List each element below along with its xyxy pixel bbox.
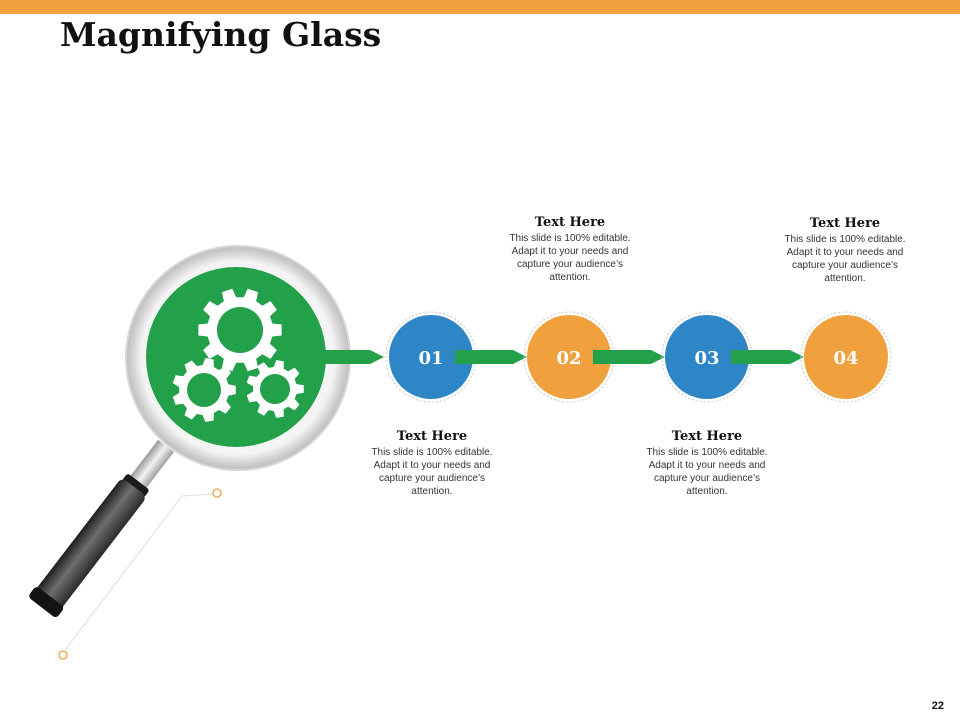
gears-icon — [172, 288, 304, 422]
flow-arrow-1 — [455, 350, 527, 364]
text-block-step-04: Text Here This slide is 100% editable. A… — [775, 216, 915, 285]
step-number-label: 03 — [694, 348, 719, 369]
text-block-title: Text Here — [671, 429, 743, 444]
decor-lines — [58, 488, 222, 660]
text-block-title: Text Here — [396, 429, 468, 444]
step-number-label: 01 — [418, 348, 443, 369]
decor-dot-top — [212, 488, 222, 498]
gear-icon — [246, 360, 304, 418]
flow-arrow-3 — [731, 350, 804, 364]
text-block-step-01: Text Here This slide is 100% editable. A… — [362, 429, 502, 498]
slide-title: Magnifying Glass — [60, 15, 382, 54]
gear-icon — [172, 358, 236, 422]
text-block-step-03: Text Here This slide is 100% editable. A… — [637, 429, 777, 498]
page-number: 22 — [931, 700, 944, 712]
gear-icon — [198, 288, 282, 372]
text-block-body: This slide is 100% editable. Adapt it to… — [784, 234, 906, 284]
step-circle-04 — [800, 311, 892, 403]
text-block-body: This slide is 100% editable. Adapt it to… — [509, 233, 631, 283]
step-number-label: 02 — [556, 348, 581, 369]
text-block-body: This slide is 100% editable. Adapt it to… — [371, 447, 493, 497]
text-block-step-02: Text Here This slide is 100% editable. A… — [500, 215, 640, 284]
text-block-title: Text Here — [534, 215, 606, 230]
step-number-label: 04 — [833, 348, 858, 369]
flow-arrow-0 — [314, 350, 384, 364]
decor-dot-bottom — [58, 650, 68, 660]
text-block-body: This slide is 100% editable. Adapt it to… — [646, 447, 768, 497]
top-accent-bar — [0, 0, 960, 14]
magnifier-handle — [29, 439, 175, 618]
text-block-title: Text Here — [809, 216, 881, 231]
process-flow: 01 02 03 04 — [314, 311, 892, 403]
flow-arrow-2 — [593, 350, 665, 364]
